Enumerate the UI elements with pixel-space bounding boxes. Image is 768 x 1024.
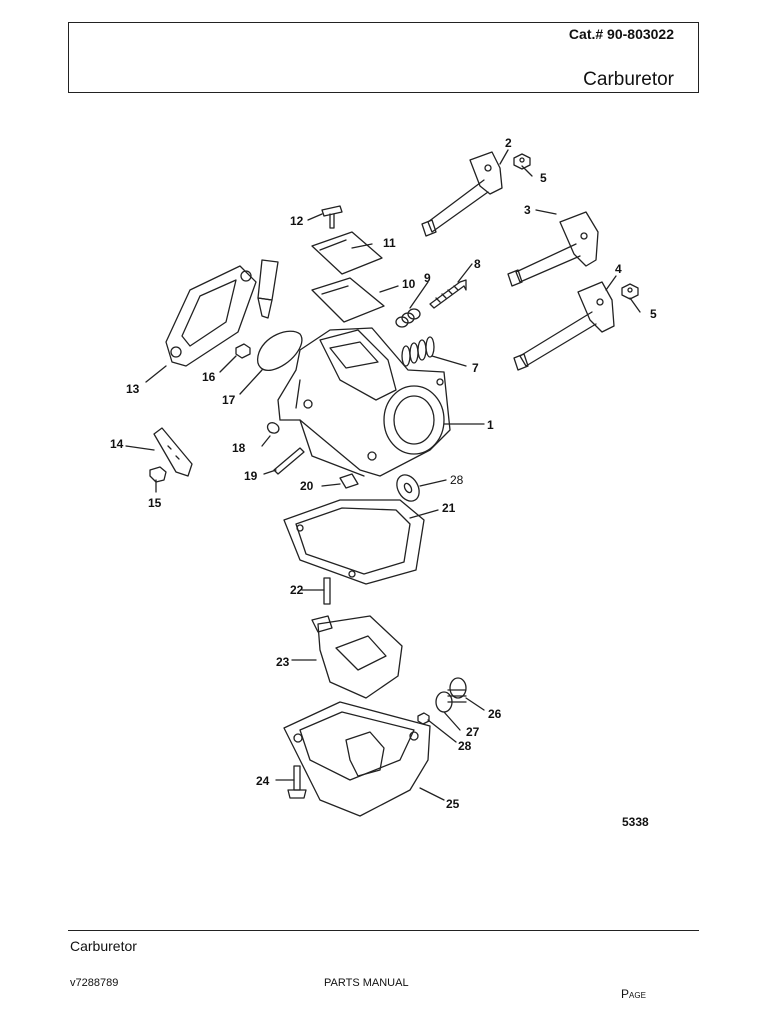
part-24-bowl [283,701,431,817]
part-20-gasket [283,499,425,585]
header-box: Cat.# 90-803022 Carburetor [68,22,699,93]
part-3-shaft [507,211,599,287]
callout-16: 17 [222,393,236,407]
part-25-valve [447,677,467,703]
callout-20: 21 [442,501,456,515]
callout-4: 4 [615,262,622,276]
footer-manual-label: PARTS MANUAL [324,977,409,989]
callout-14: 15 [148,496,162,510]
part-5-nut [513,153,531,170]
part-19-plug [339,473,359,489]
part-10-plate [311,231,383,275]
part-23-screw [287,765,307,799]
footer-page-label: Page [621,987,646,1001]
part-15-fitting [235,343,251,359]
part-16-diaphragm [256,259,303,372]
part-6-spring [401,336,435,367]
callout-18: 19 [244,469,258,483]
footer-section-title: Carburetor [70,938,137,954]
part-9-plate [311,277,385,323]
part-5-nut-2 [621,283,639,300]
footer-divider [68,930,699,931]
callout-12: 13 [126,382,140,396]
callout-13: 14 [110,437,124,451]
part-22-float [311,615,403,699]
callout-6: 7 [472,361,479,375]
part-12-gasket [165,265,257,367]
part-1-body [277,327,451,477]
callout-22: 23 [276,655,290,669]
part-13-lever [153,427,193,477]
callout-3: 3 [524,203,531,217]
callout-25: 26 [488,707,502,721]
figure-number: 5338 [622,815,649,829]
part-4-shaft [513,281,615,371]
callout-7: 8 [474,257,481,271]
part-2-throttle-shaft [421,151,503,237]
callout-8: 9 [424,271,431,285]
callout-23: 24 [256,774,270,788]
callout-17: 18 [232,441,246,455]
part-21-pin [323,577,331,605]
callout-15: 16 [202,370,216,384]
catalog-number: Cat.# 90-803022 [568,26,674,42]
page-title: Carburetor [583,69,674,90]
footer-doc-code: v7288789 [70,977,119,989]
part-28-washer [396,474,420,502]
part-7-screw [429,279,467,309]
part-27-fitting [417,712,430,725]
callout-21: 22 [290,583,304,597]
part-17-clip [266,422,280,434]
callout-26: 27 [466,725,480,739]
callout-10: 11 [383,236,396,250]
callout-9: 10 [402,277,416,291]
callout-28: 28 [450,473,464,487]
callout-1: 1 [487,418,494,432]
part-11-screw [321,205,343,229]
callout-11: 12 [290,214,304,228]
callout-19: 20 [300,479,314,493]
callout-2: 2 [505,136,512,150]
part-8-spring [395,308,421,328]
callout-27: 28 [458,739,472,753]
part-14-screw [149,466,167,483]
callout-5: 5 [540,171,547,185]
callout-5b: 5 [650,307,657,321]
callout-24: 25 [446,797,460,811]
part-18-pin [273,447,305,475]
